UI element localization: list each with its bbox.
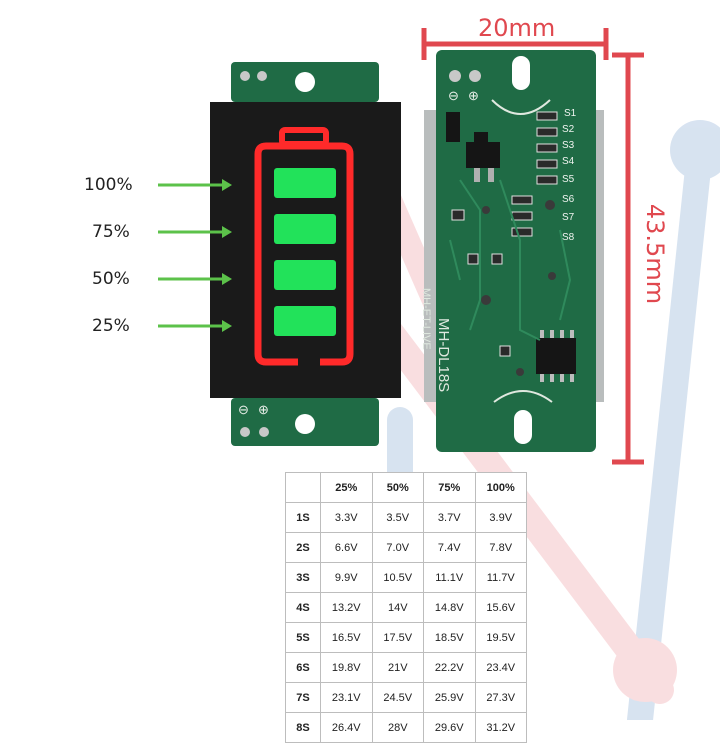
battery-cell-75: [274, 214, 336, 244]
front-minus-symbol: ⊖: [238, 402, 249, 417]
table-cell: 22.2V: [423, 652, 476, 683]
mount-hole-bottom: [295, 414, 315, 434]
table-header-cell: 100%: [474, 472, 527, 503]
back-minus-symbol: ⊖: [448, 88, 459, 103]
battery-outline: [254, 142, 354, 366]
table-cell: 11.1V: [423, 562, 476, 593]
table-cell: 19.8V: [320, 652, 373, 683]
s-label-2: S2: [562, 124, 575, 135]
table-row-label: 1S: [285, 502, 321, 533]
diode: [446, 112, 460, 142]
table-header-cell: 75%: [423, 472, 476, 503]
pcb-brand-text: MH-ET-LIVE: [420, 288, 432, 350]
table-cell: 13.2V: [320, 592, 373, 623]
width-dimension-label: 20mm: [478, 14, 556, 42]
table-header-cell: 50%: [371, 472, 424, 503]
s-label-1: S1: [564, 108, 577, 119]
table-cell: 28V: [371, 712, 424, 743]
table-cell: 10.5V: [371, 562, 424, 593]
table-cell: 3.9V: [474, 502, 527, 533]
table-cell: 19.5V: [474, 622, 527, 653]
table-cell: 25.9V: [423, 682, 476, 713]
table-cell: 3.3V: [320, 502, 373, 533]
pcb-model-text: MH-DL18S: [435, 318, 452, 393]
mount-slot-top: [512, 56, 530, 90]
table-row-label: 8S: [285, 712, 321, 743]
s-label-6: S6: [562, 194, 575, 205]
back-module: [421, 28, 644, 465]
battery-cell-100: [274, 168, 336, 198]
display-body: [210, 102, 401, 398]
table-cell: 18.5V: [423, 622, 476, 653]
table-cell: 7.0V: [371, 532, 424, 563]
table-header-row: 25% 50% 75% 100%: [285, 472, 527, 503]
level-label-25: 25%: [92, 316, 130, 336]
mount-slot-bottom: [514, 410, 532, 444]
ic-chip: [536, 338, 576, 374]
table-row-label: 5S: [285, 622, 321, 653]
dimension-lines: [421, 28, 644, 465]
table-cell: 14V: [371, 592, 424, 623]
table-cell: 29.6V: [423, 712, 476, 743]
table-cell: 14.8V: [423, 592, 476, 623]
table-cell: 6.6V: [320, 532, 373, 563]
s-label-3: S3: [562, 140, 575, 151]
table-row-label: 4S: [285, 592, 321, 623]
level-label-75: 75%: [92, 222, 130, 242]
level-label-100: 100%: [84, 175, 133, 195]
table-cell: 23.1V: [320, 682, 373, 713]
table-cell: 27.3V: [474, 682, 527, 713]
table-row-label: 2S: [285, 532, 321, 563]
table-cell: 11.7V: [474, 562, 527, 593]
table-cell: 16.5V: [320, 622, 373, 653]
table-cell: 7.8V: [474, 532, 527, 563]
table-cell: 17.5V: [371, 622, 424, 653]
regulator-chip: [466, 142, 500, 168]
battery-cell-50: [274, 260, 336, 290]
battery-cell-25: [274, 306, 336, 336]
front-plus-symbol: ⊕: [258, 402, 269, 417]
table-cell: 23.4V: [474, 652, 527, 683]
s-label-4: S4: [562, 156, 575, 167]
table-cell: 24.5V: [371, 682, 424, 713]
table-row-label: 7S: [285, 682, 321, 713]
height-dimension-label: 43.5mm: [641, 203, 669, 305]
back-plus-symbol: ⊕: [468, 88, 479, 103]
s-label-7: S7: [562, 212, 575, 223]
table-cell: 9.9V: [320, 562, 373, 593]
table-cell: 31.2V: [474, 712, 527, 743]
s-label-5: S5: [562, 174, 575, 185]
level-label-50: 50%: [92, 269, 130, 289]
table-header-cell: [285, 472, 321, 503]
table-cell: 3.7V: [423, 502, 476, 533]
s-label-8: S8: [562, 232, 575, 243]
table-cell: 7.4V: [423, 532, 476, 563]
table-cell: 15.6V: [474, 592, 527, 623]
table-row-label: 3S: [285, 562, 321, 593]
table-header-cell: 25%: [320, 472, 373, 503]
table-cell: 26.4V: [320, 712, 373, 743]
mount-hole-top: [295, 72, 315, 92]
table-row-label: 6S: [285, 652, 321, 683]
table-cell: 21V: [371, 652, 424, 683]
front-module: [158, 62, 401, 446]
table-cell: 3.5V: [371, 502, 424, 533]
